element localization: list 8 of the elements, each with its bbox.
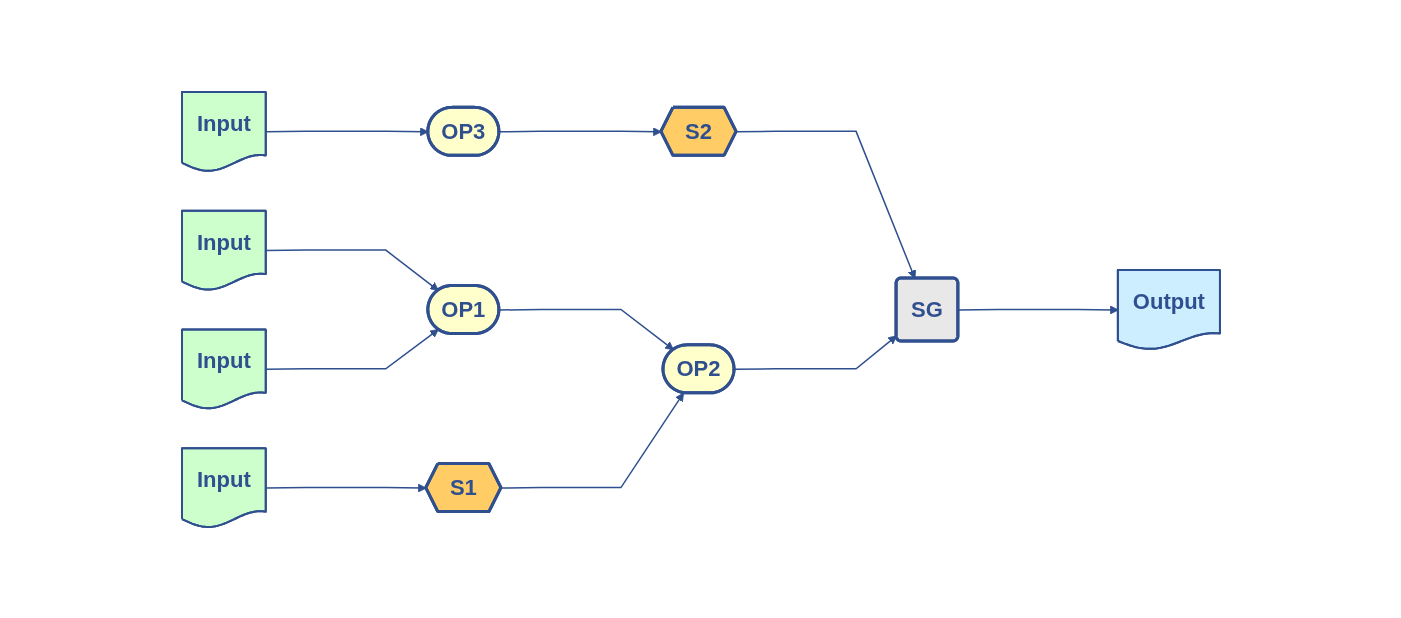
arrow bbox=[500, 392, 684, 489]
arrow bbox=[733, 335, 897, 370]
arrow bbox=[265, 483, 427, 492]
arrow bbox=[498, 308, 674, 350]
arrow bbox=[265, 328, 439, 370]
arrow bbox=[498, 126, 662, 136]
arrow bbox=[957, 305, 1119, 314]
arrow bbox=[265, 248, 439, 291]
